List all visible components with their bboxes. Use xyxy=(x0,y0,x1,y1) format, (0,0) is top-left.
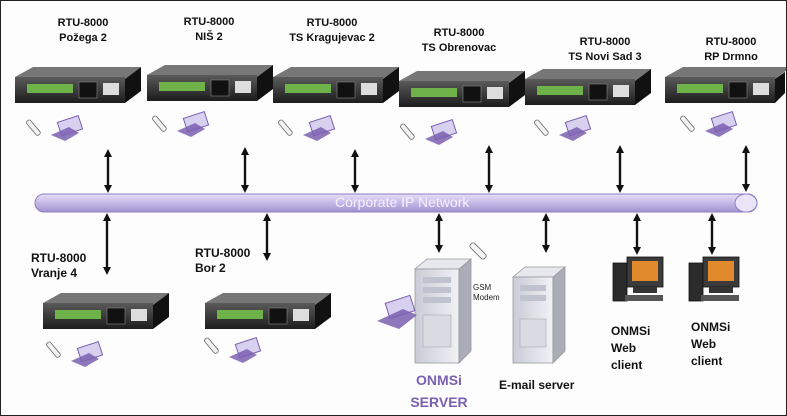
rtu-site: TS Kragujevac 2 xyxy=(289,32,375,44)
rtu-device-icon xyxy=(525,69,651,105)
web-client-label: ONMSi Web client xyxy=(611,323,650,374)
web-client-computer-icon xyxy=(612,256,664,302)
rtu-model: RTU-8000 xyxy=(579,36,631,48)
web-client-computer-icon xyxy=(688,256,740,302)
rtu-device-icon xyxy=(665,67,786,103)
rtu-site: Požega 2 xyxy=(59,32,107,44)
email-server-label: E-mail server xyxy=(499,378,575,392)
server-badge-icon xyxy=(377,294,417,329)
server-line2: SERVER xyxy=(410,394,468,410)
rtu-model: RTU-8000 xyxy=(306,17,358,29)
gsm-phone-badge-icon xyxy=(680,111,738,137)
server-line1: ONMSi xyxy=(416,372,462,388)
rtu-device-icon xyxy=(15,67,141,103)
rtu-site: TS Obrenovac xyxy=(421,42,497,54)
gsm-phone-badge-icon xyxy=(152,111,210,137)
modem-line1: GSM xyxy=(473,283,492,292)
onmsi-server-label: ONMSi SERVER xyxy=(397,369,481,413)
rtu-site: RP Drmno xyxy=(704,51,758,63)
gsm-phone-badge-icon xyxy=(26,115,84,141)
rtu-device-icon xyxy=(273,67,399,103)
rtu-model: RTU-8000 xyxy=(433,27,485,39)
rtu-site: Bor 2 xyxy=(195,261,226,275)
email-server-icon xyxy=(511,266,567,364)
server-tower-icon xyxy=(413,258,473,364)
rtu-label-vranje: RTU-8000 Vranje 4 xyxy=(31,251,86,281)
rtu-site: NIŠ 2 xyxy=(195,31,223,43)
connection-arrows xyxy=(103,145,750,275)
rtu-device-icon xyxy=(399,71,525,107)
rtu-device-icon xyxy=(147,65,273,101)
gsm-phone-badge-icon xyxy=(204,337,262,363)
gsm-modem-label: GSM Modem xyxy=(473,283,500,303)
rtu-label-bor: RTU-8000 Bor 2 xyxy=(195,246,250,276)
rtu-model: RTU-8000 xyxy=(183,16,235,28)
modem-line2: Modem xyxy=(473,293,500,302)
rtu-label-drmno: RTU-8000 RP Drmno xyxy=(695,35,767,65)
web-client-label: ONMSi Web client xyxy=(691,319,730,370)
gsm-phone-badge-icon xyxy=(278,115,336,141)
rtu-site: TS Novi Sad 3 xyxy=(568,51,642,63)
rtu-label-novisad: RTU-8000 TS Novi Sad 3 xyxy=(557,35,653,65)
gsm-modem-icon xyxy=(469,242,487,260)
network-label: Corporate IP Network xyxy=(335,194,470,210)
rtu-model: RTU-8000 xyxy=(31,251,87,265)
client-line1: ONMSi xyxy=(691,320,731,334)
client-line2: Web xyxy=(611,341,637,355)
client-line3: client xyxy=(611,358,643,372)
rtu-model: RTU-8000 xyxy=(195,246,251,260)
rtu-device-icon xyxy=(205,293,331,329)
rtu-label-pozega: RTU-8000 Požega 2 xyxy=(47,16,119,46)
gsm-phone-badge-icon xyxy=(46,341,104,367)
rtu-label-nis: RTU-8000 NIŠ 2 xyxy=(173,15,245,45)
rtu-model: RTU-8000 xyxy=(705,36,757,48)
rtu-label-obrenovac: RTU-8000 TS Obrenovac xyxy=(413,26,505,56)
corporate-network-bus xyxy=(34,193,758,213)
rtu-label-kragujevac: RTU-8000 TS Kragujevac 2 xyxy=(277,16,387,46)
gsm-phone-badge-icon xyxy=(400,119,458,145)
client-line1: ONMSi xyxy=(611,324,651,338)
rtu-model: RTU-8000 xyxy=(57,17,109,29)
rtu-site: Vranje 4 xyxy=(31,266,78,280)
client-line3: client xyxy=(691,354,723,368)
client-line2: Web xyxy=(691,337,717,351)
gsm-phone-badge-icon xyxy=(534,115,592,141)
rtu-device-icon xyxy=(43,293,169,329)
